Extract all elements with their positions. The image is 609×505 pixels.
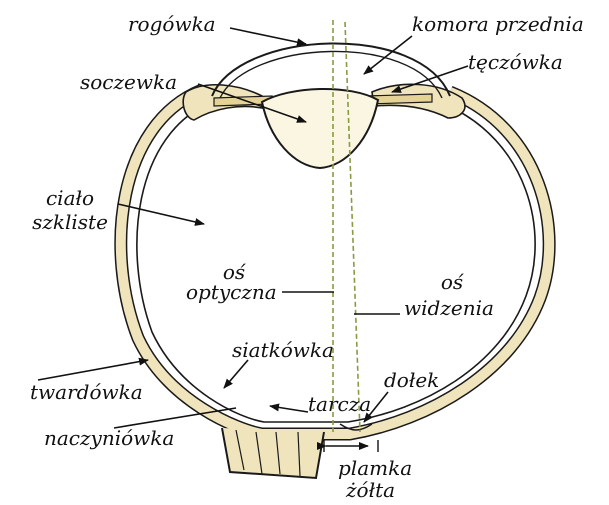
- label-rogowka: rogówka: [128, 14, 216, 34]
- label-komora-przednia: komora przednia: [412, 14, 584, 34]
- leader-cialo: [118, 204, 204, 224]
- label-os-widzenia-2: widzenia: [404, 298, 494, 318]
- label-soczewka: soczewka: [80, 72, 177, 92]
- leader-twardowka: [38, 360, 148, 380]
- label-siatkowka: siatkówka: [232, 340, 334, 360]
- leader-tarcza: [270, 406, 308, 412]
- label-tarcza: tarcza: [308, 394, 371, 414]
- label-os-optyczna-1: oś: [186, 262, 282, 282]
- label-plamka: plamka: [338, 458, 412, 478]
- lens: [262, 89, 378, 168]
- label-naczyniowka: naczyniówka: [44, 428, 174, 448]
- leader-siatkowka: [224, 360, 248, 388]
- label-teczowka: tęczówka: [468, 52, 563, 72]
- leader-rogowka: [230, 28, 306, 44]
- label-os-widzenia-1: oś: [402, 272, 502, 292]
- label-cialo: ciało: [22, 188, 118, 208]
- label-dolek: dołek: [384, 370, 439, 390]
- label-twardowka: twardówka: [30, 382, 143, 402]
- label-zolta: żółta: [346, 480, 395, 500]
- visual-axis: [345, 22, 360, 432]
- label-os-optyczna-2: optyczna: [186, 282, 277, 302]
- label-szkliste: szkliste: [22, 212, 118, 232]
